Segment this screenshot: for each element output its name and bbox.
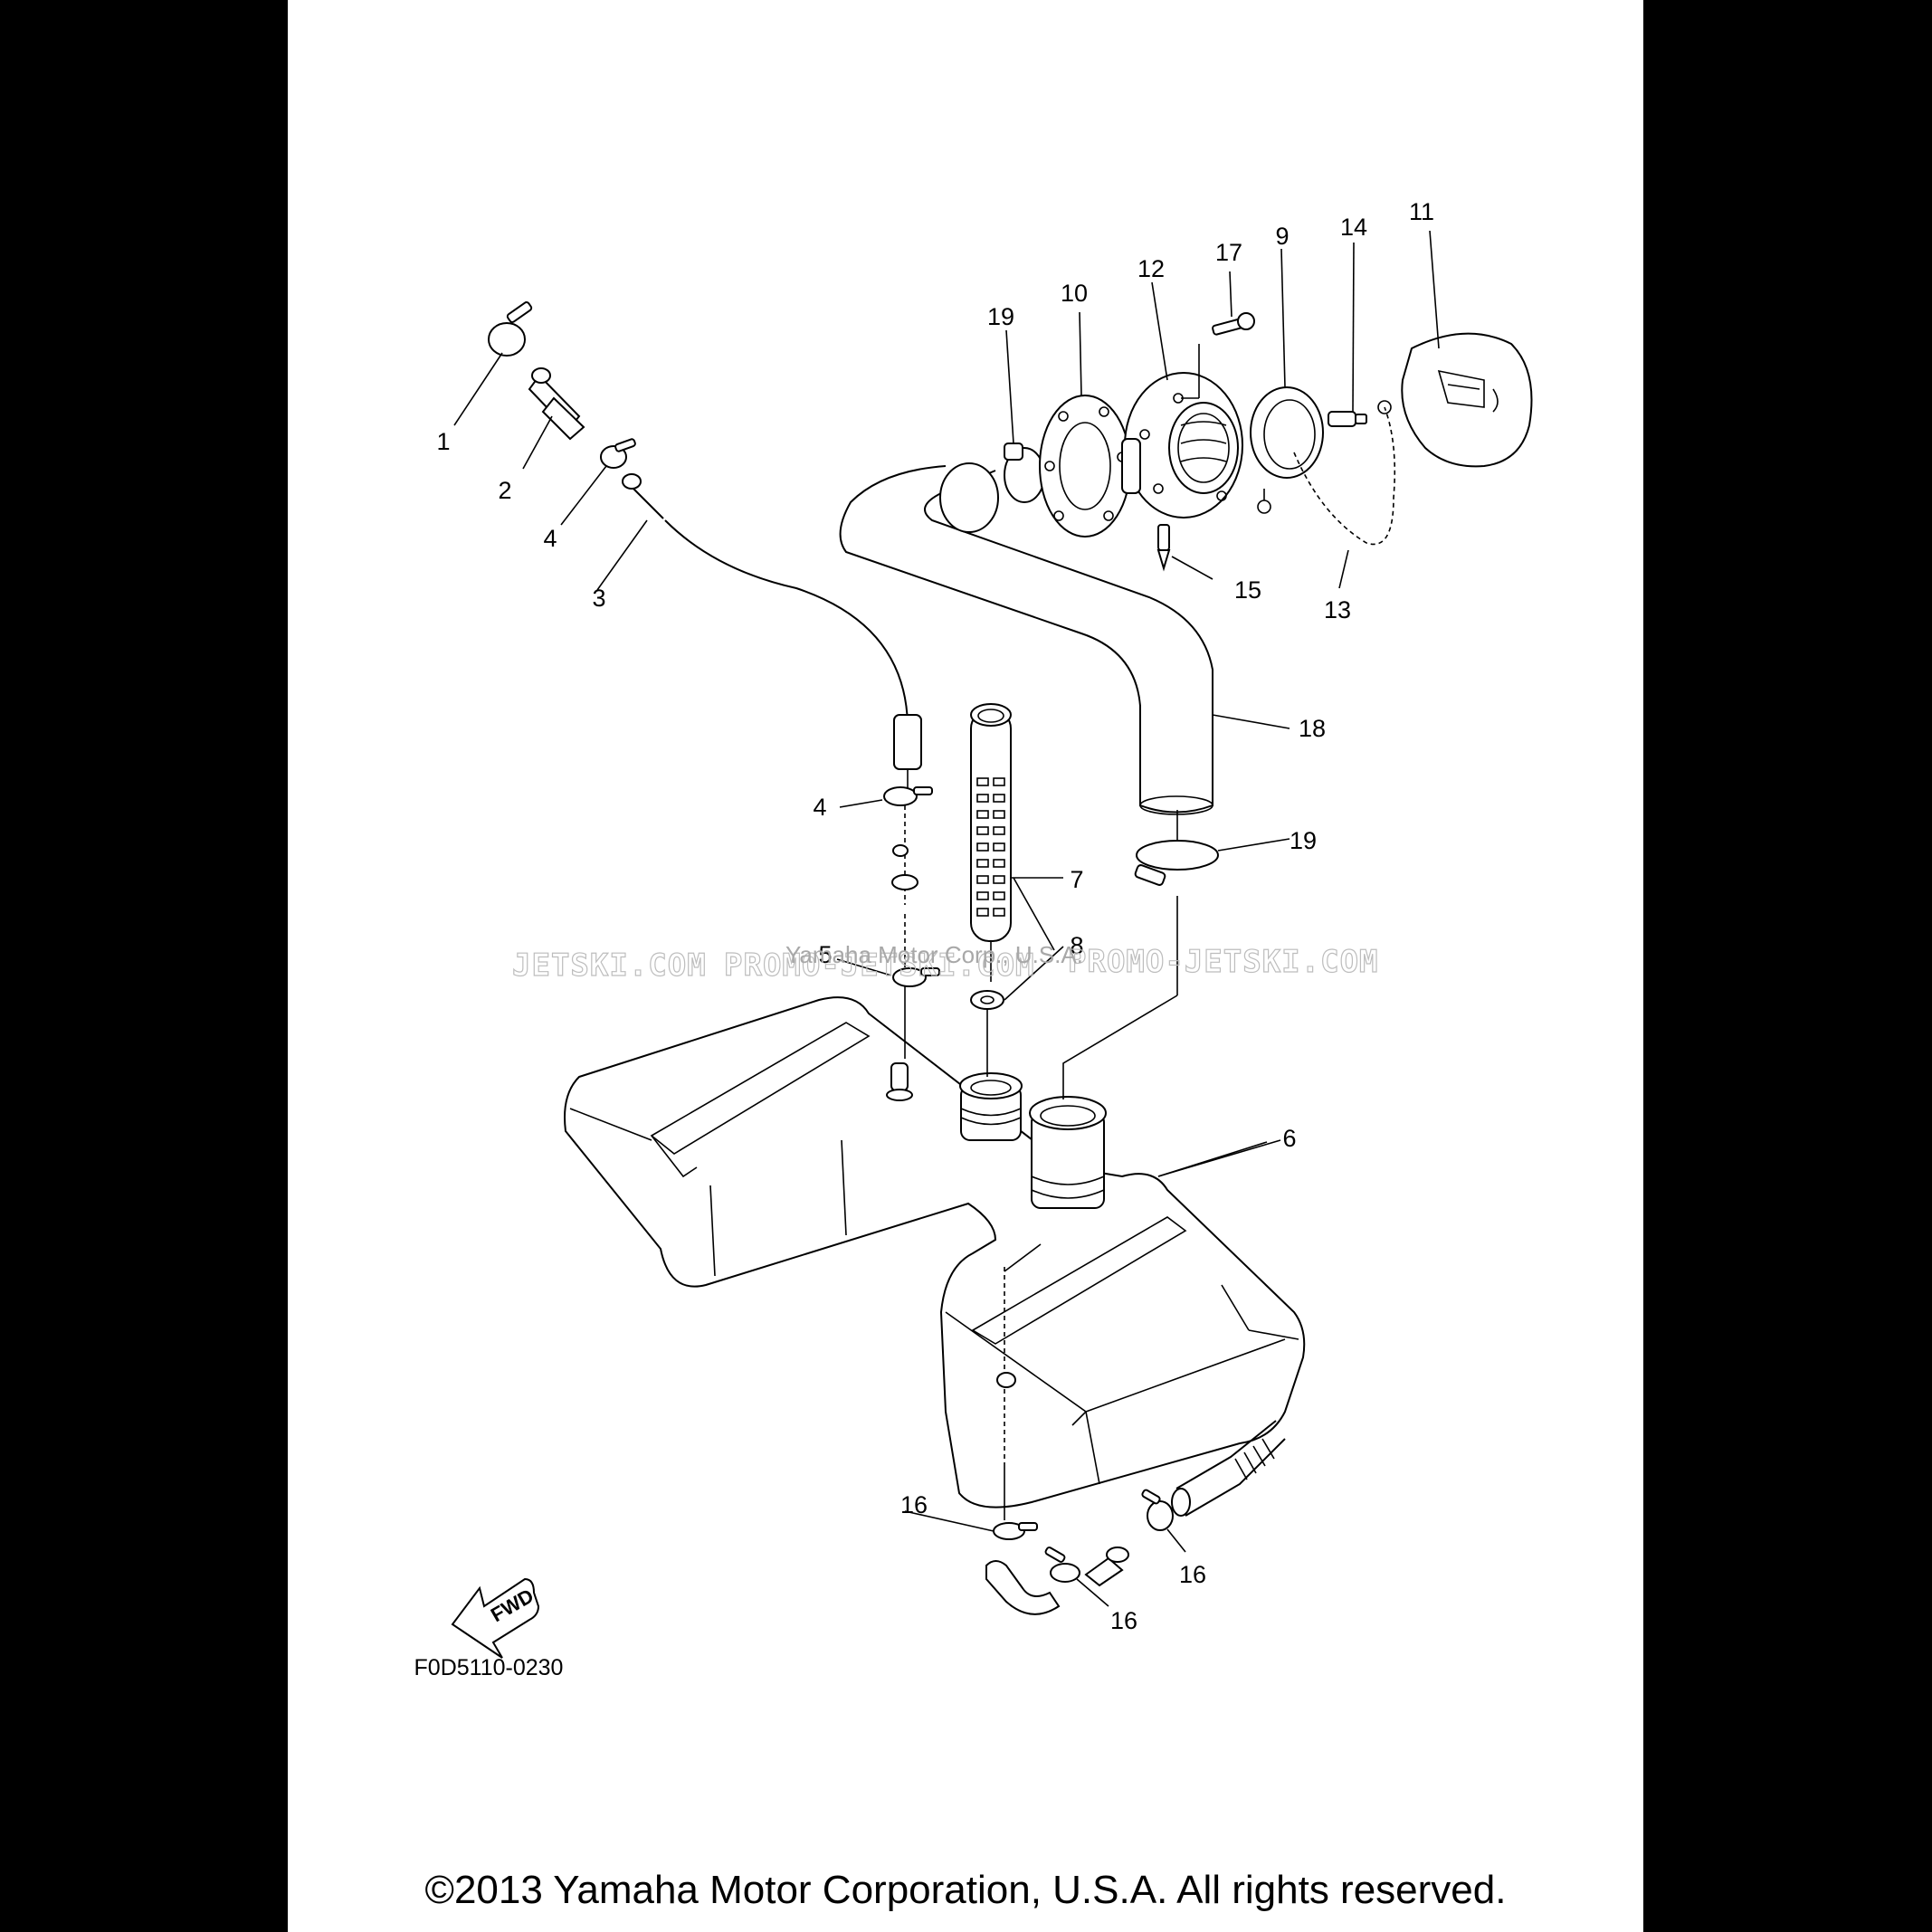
clamp-5 bbox=[892, 914, 940, 1059]
clamp-19-upper bbox=[1004, 443, 1045, 503]
bolt-14 bbox=[1328, 411, 1367, 427]
callout-6: 6 bbox=[1282, 1125, 1296, 1152]
grommet-8 bbox=[970, 990, 1004, 1077]
callout-4-upper: 4 bbox=[543, 525, 557, 552]
drain-fittings bbox=[985, 1267, 1286, 1615]
callout-10: 10 bbox=[1061, 280, 1088, 307]
callout-11: 11 bbox=[1409, 198, 1434, 225]
callout-12: 12 bbox=[1137, 255, 1165, 282]
diagram-code: F0D5110-0230 bbox=[414, 1655, 564, 1680]
callout-labels: 1 2 3 4 4 5 6 7 8 9 10 11 12 13 14 15 16… bbox=[436, 198, 1434, 1634]
tank-pickup-neck bbox=[959, 1072, 1023, 1141]
callout-7: 7 bbox=[1070, 866, 1083, 893]
check-valve-2 bbox=[528, 367, 585, 441]
watermark-overlay: Yamaha Motor Corp., U.S.A. bbox=[785, 941, 1083, 968]
callout-15: 15 bbox=[1234, 576, 1261, 604]
callout-14: 14 bbox=[1340, 214, 1367, 241]
callout-3: 3 bbox=[592, 585, 605, 612]
callout-8: 8 bbox=[1070, 932, 1083, 959]
screw-17 bbox=[1181, 312, 1255, 399]
filler-neck-flange-12 bbox=[1121, 372, 1243, 519]
callout-2: 2 bbox=[498, 477, 511, 504]
callout-16-bottom: 16 bbox=[1110, 1607, 1137, 1634]
tether-chain-13 bbox=[1257, 400, 1396, 546]
clamp-1 bbox=[488, 301, 533, 357]
leader-lines bbox=[453, 230, 1440, 1607]
fuel-tank bbox=[564, 996, 1306, 1508]
tank-filler-neck bbox=[1029, 1096, 1107, 1209]
watermark-left: JETSKI.COM bbox=[512, 947, 707, 984]
callout-19-upper: 19 bbox=[987, 303, 1014, 330]
callout-1: 1 bbox=[436, 428, 450, 455]
callout-13: 13 bbox=[1324, 596, 1351, 623]
callout-9: 9 bbox=[1275, 223, 1289, 250]
clamp-4-upper bbox=[600, 438, 636, 469]
watermark: JETSKI.COM PROMO-JETSKI.COM PROMO-JETSKI… bbox=[511, 941, 1379, 985]
copyright-notice: ©2013 Yamaha Motor Corporation, U.S.A. A… bbox=[424, 1868, 1507, 1912]
callout-16-right: 16 bbox=[1179, 1561, 1206, 1588]
callout-17: 17 bbox=[1215, 239, 1242, 266]
callout-16-left: 16 bbox=[900, 1491, 928, 1518]
callout-19-lower: 19 bbox=[1290, 827, 1317, 854]
hose-clamp-19-lower bbox=[1062, 810, 1219, 1099]
vent-hose-3 bbox=[622, 473, 922, 796]
fwd-arrow-icon: FWD bbox=[451, 1577, 540, 1659]
fuel-cap-11 bbox=[1401, 332, 1533, 468]
gasket-10 bbox=[1039, 395, 1131, 538]
tank-vent-fitting bbox=[886, 1062, 913, 1101]
seal-ring-9 bbox=[1250, 386, 1324, 479]
fuel-pickup-filter-7 bbox=[970, 703, 1012, 982]
callout-5: 5 bbox=[818, 941, 832, 968]
filler-hose bbox=[839, 462, 1213, 815]
clamp-4-lower bbox=[883, 786, 933, 905]
watermark-right: PROMO-JETSKI.COM bbox=[1068, 944, 1379, 980]
callout-18: 18 bbox=[1299, 715, 1326, 742]
rivet-15 bbox=[1156, 524, 1171, 572]
watermark-center: PROMO-JETSKI.COM bbox=[724, 947, 1035, 984]
callout-4-lower: 4 bbox=[813, 794, 826, 821]
